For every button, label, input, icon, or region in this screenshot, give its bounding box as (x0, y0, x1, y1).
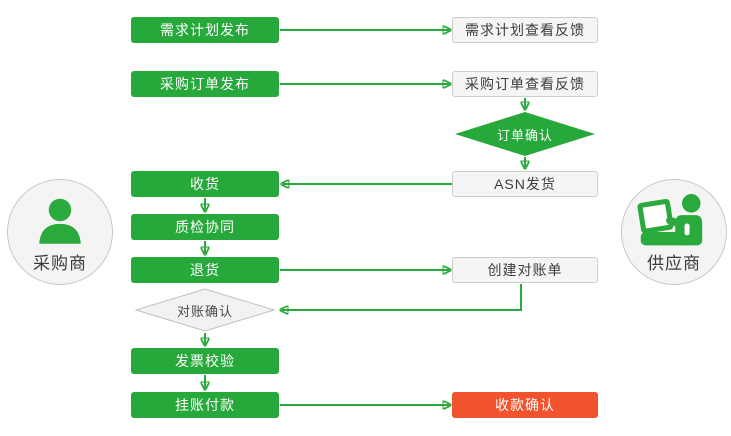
decision-order-confirm: 订单确认 (455, 112, 595, 156)
diamond-shape (135, 288, 275, 332)
flow-node-receipt-confirm: 收款确认 (452, 392, 598, 418)
flow-node-po-publish: 采购订单发布 (131, 71, 279, 97)
decision-label: 对账确认 (176, 303, 233, 319)
flow-node-create-statement: 创建对账单 (452, 257, 598, 283)
flow-node-po-feedback: 采购订单查看反馈 (452, 71, 598, 97)
flow-node-quality-collaboration: 质检协同 (131, 214, 279, 240)
connector-statement-to-reconcile (282, 284, 522, 310)
flow-node-receive-goods: 收货 (131, 171, 279, 197)
diamond-shape (455, 112, 595, 156)
flow-node-return-goods: 退货 (131, 257, 279, 283)
flow-node-demand-plan-feedback: 需求计划查看反馈 (452, 17, 598, 43)
person-at-computer-icon (637, 194, 703, 246)
flow-node-book-payment: 挂账付款 (131, 392, 279, 418)
flow-node-demand-plan-publish: 需求计划发布 (131, 17, 279, 43)
person-icon (39, 198, 81, 244)
decision-reconciliation-confirm: 对账确认 (135, 288, 275, 332)
decision-label: 订单确认 (496, 127, 553, 143)
actor-supplier: 供应商 (621, 179, 727, 285)
flow-node-invoice-verification: 发票校验 (131, 348, 279, 374)
actor-label: 采购商 (33, 254, 87, 273)
actor-buyer: 采购商 (7, 179, 113, 285)
actor-label: 供应商 (647, 254, 701, 273)
flow-node-asn-shipping: ASN发货 (452, 171, 598, 197)
